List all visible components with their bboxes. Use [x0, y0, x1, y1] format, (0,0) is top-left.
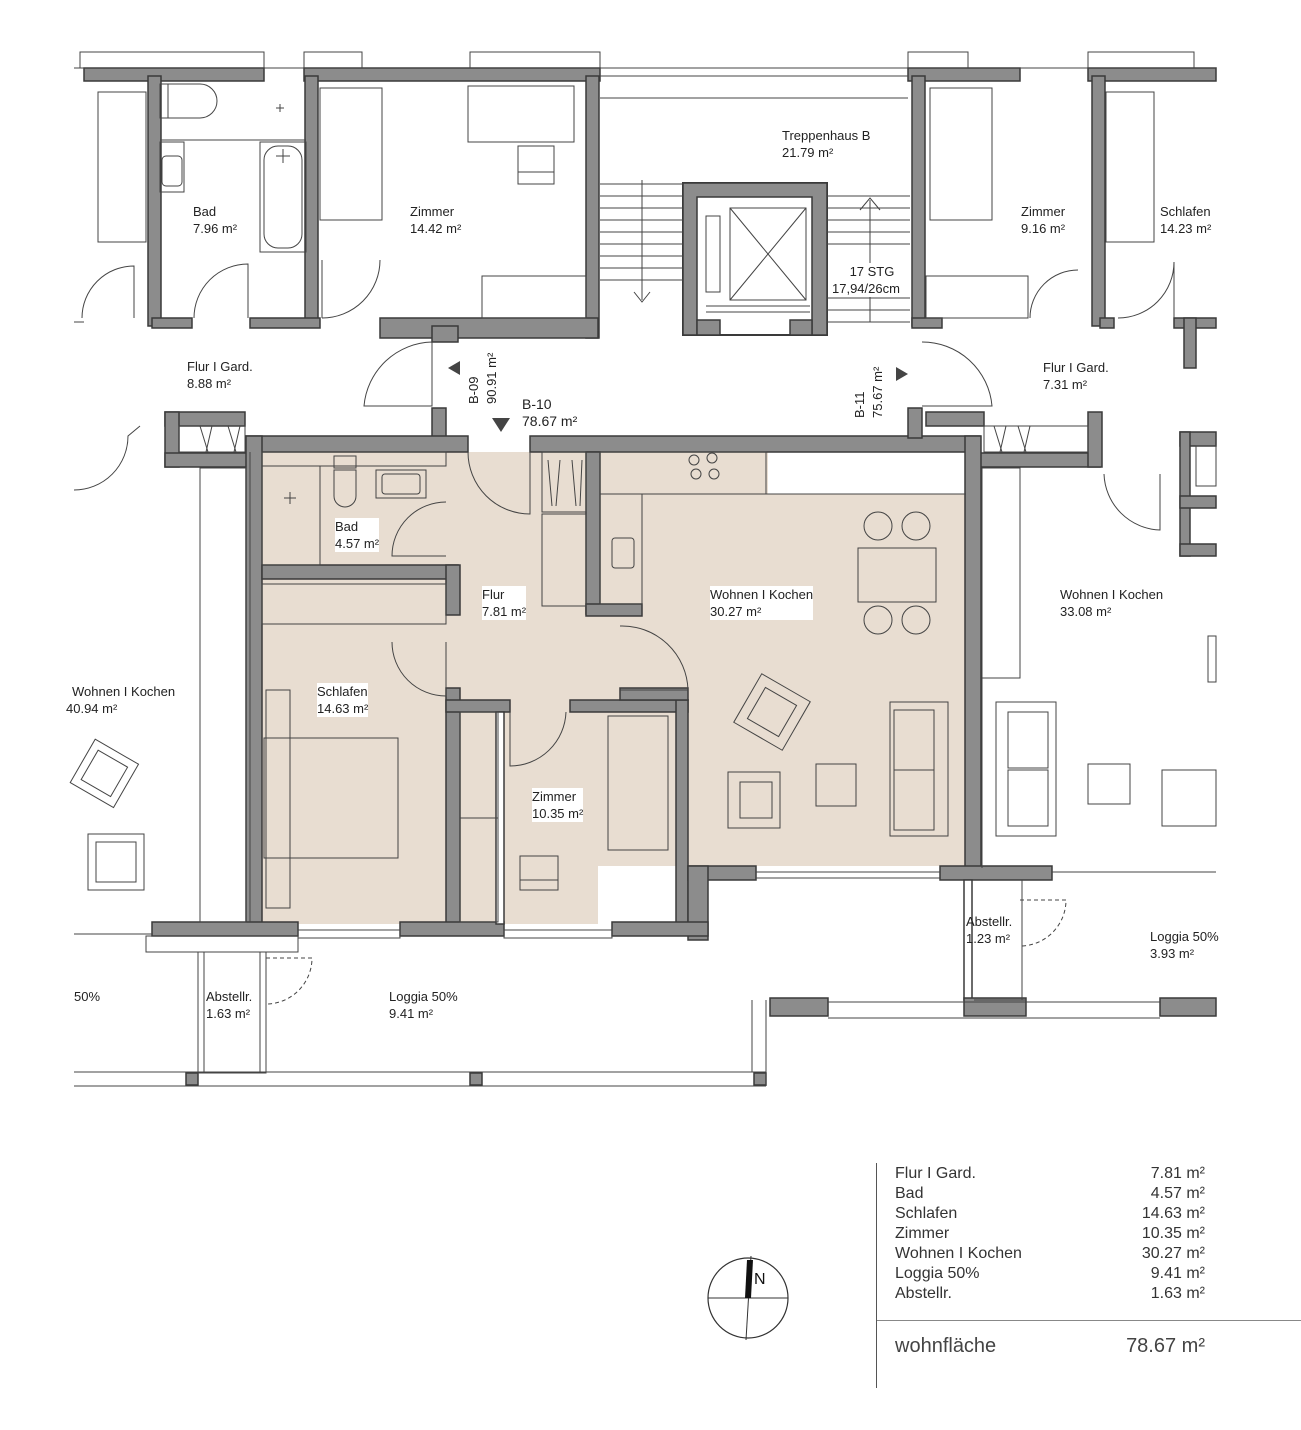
closet-hatching [178, 425, 1089, 513]
room-label-abstell: Abstellr.1.63 m² [206, 989, 253, 1021]
unit-area-b11: 75.67 m² [870, 366, 885, 418]
room-label-loggia-left: 50% [74, 989, 101, 1004]
schedule-row: Loggia 50%9.41 m² [895, 1265, 1205, 1282]
unit-markers [448, 361, 908, 432]
room-label-abstell-right: Abstellr.1.23 m² [966, 914, 1013, 946]
fixtures [69, 51, 1217, 1087]
schedule-row: Abstellr.1.63 m² [895, 1285, 1205, 1302]
north-arrow-icon: N [707, 1255, 789, 1341]
stair-treads [600, 180, 910, 323]
north-label: N [754, 1271, 766, 1288]
unit-label-b11: B-11 [852, 391, 867, 419]
room-label-loggia: Loggia 50%9.41 m² [389, 989, 458, 1021]
schedule-divider [877, 1320, 1301, 1321]
room-label-loggia-right: Loggia 50%3.93 m² [1150, 929, 1219, 961]
room-label-flur-right: Flur I Gard.7.31 m² [1043, 360, 1109, 392]
room-label-flur-left: Flur I Gard.8.88 m² [187, 359, 253, 391]
schedule-row: Flur I Gard.7.81 m² [895, 1165, 1205, 1182]
unit-label-b09: B-09 [466, 376, 481, 404]
walls [83, 67, 1217, 1086]
unit-area-b09: 90.91 m² [484, 352, 499, 404]
